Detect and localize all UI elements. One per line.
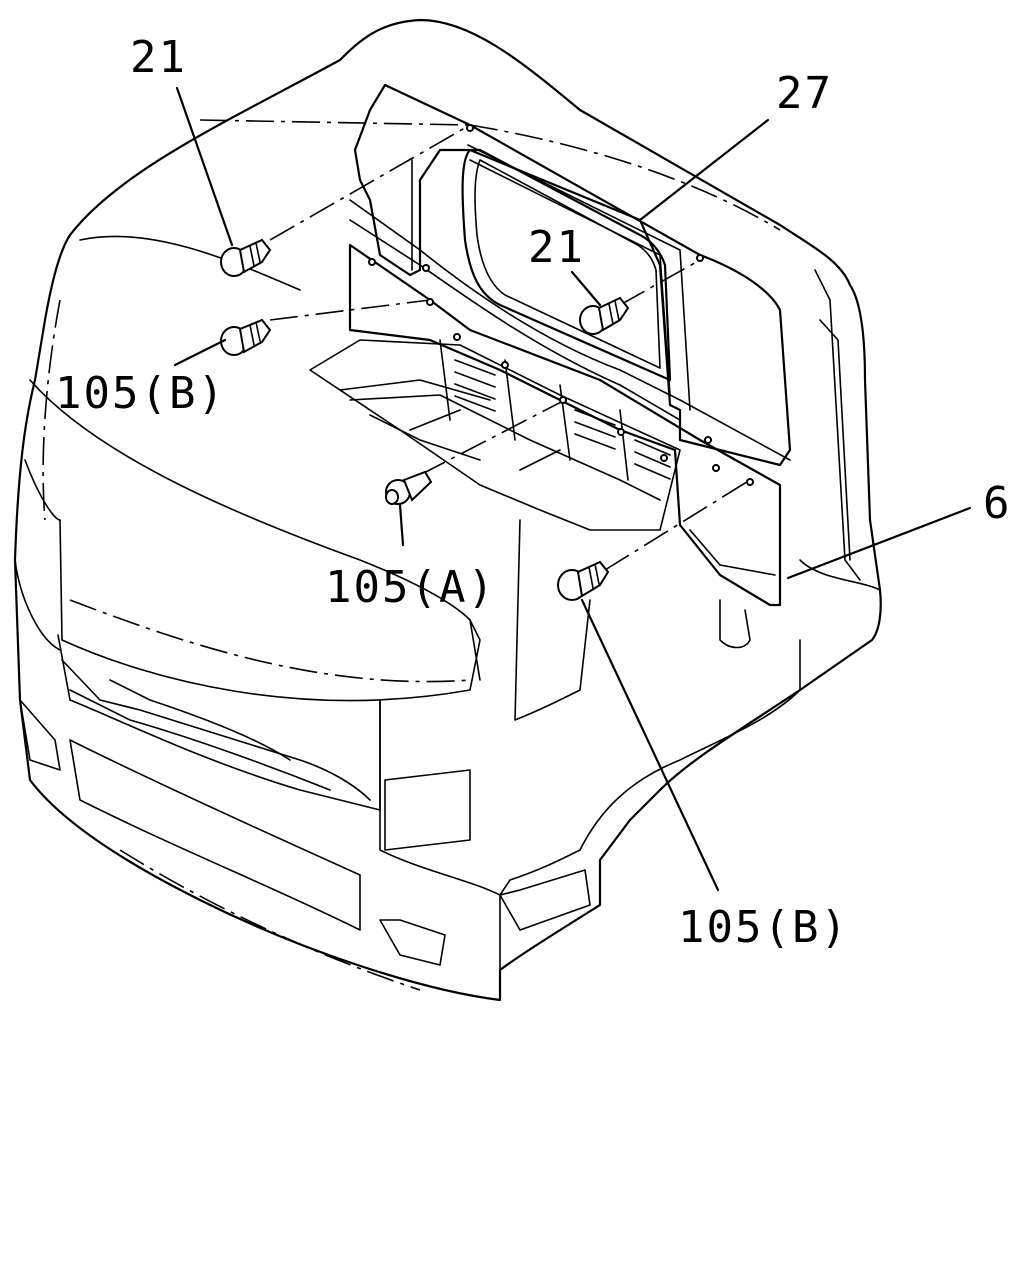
- callout-105b-left: 105(B): [55, 368, 226, 419]
- callout-21-panel: 21: [528, 222, 585, 273]
- leader-lines: [173, 86, 972, 892]
- clip-105b-left: [220, 318, 272, 356]
- lower-panel-6: [309, 243, 782, 607]
- callout-21-top: 21: [130, 32, 187, 83]
- rear-panel-27: [349, 83, 792, 467]
- cab-body: [13, 18, 882, 1002]
- clip-21-panel: [579, 296, 630, 335]
- callout-27: 27: [776, 68, 833, 119]
- callout-6: 6: [983, 478, 1012, 529]
- callout-105b-right: 105(B): [678, 902, 849, 953]
- clip-105b-right: [557, 560, 610, 601]
- fastener-holes: [368, 124, 754, 486]
- bolt-105a: [385, 470, 433, 505]
- callout-105a: 105(A): [325, 562, 496, 613]
- clip-21-top: [220, 238, 272, 277]
- reference-lines: [42, 119, 781, 991]
